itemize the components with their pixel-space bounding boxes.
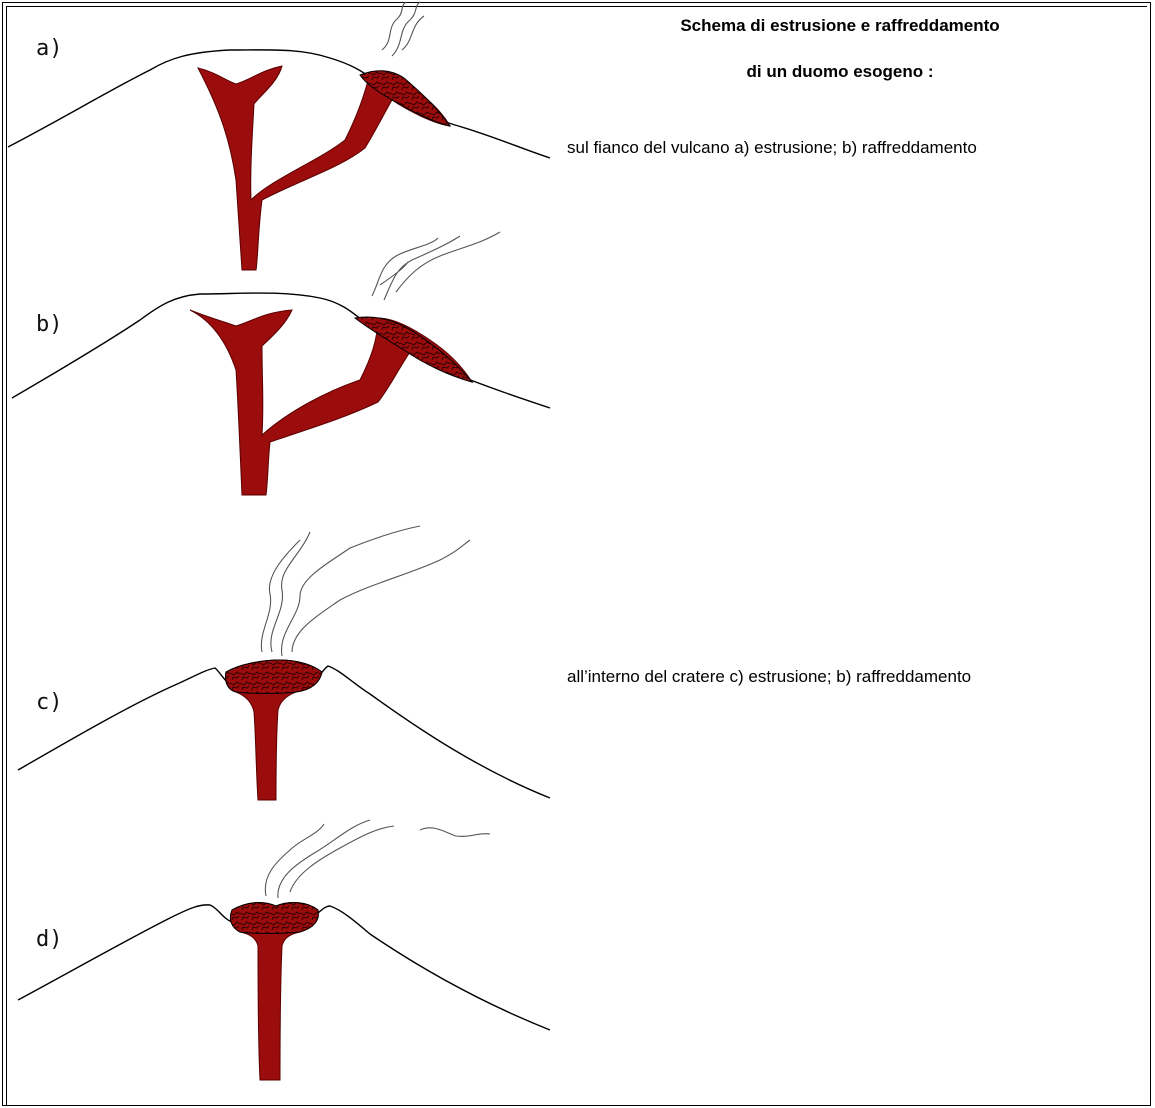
panel-b-volcano	[12, 232, 550, 495]
panel-a-volcano	[8, 2, 550, 270]
panel-c-volcano	[18, 526, 550, 800]
panel-d-volcano	[18, 820, 550, 1080]
